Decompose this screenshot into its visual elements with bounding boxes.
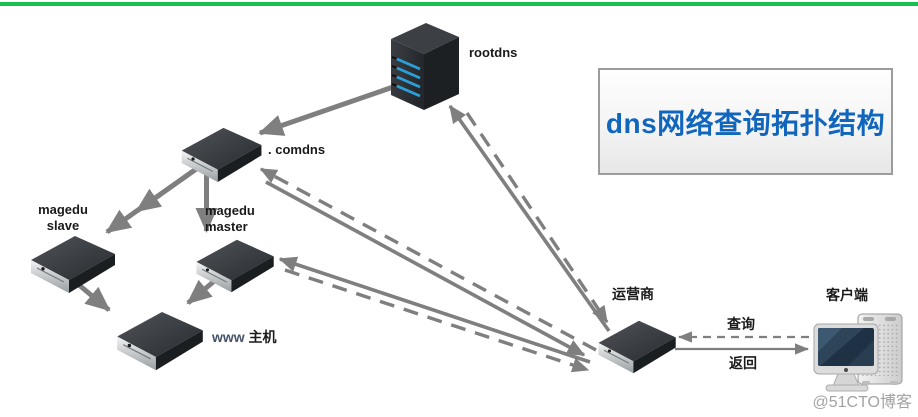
magedu-slave-label: magedu slave <box>38 202 88 233</box>
arrow-comdns-to-slave <box>105 164 201 235</box>
www-host-label: www 主机 <box>212 329 277 345</box>
arrow-rootdns-to-comdns <box>258 83 397 136</box>
arrow-master-to-isp-dashed <box>284 268 590 373</box>
diagram-title: dns网络查询拓扑结构 <box>605 107 886 139</box>
watermark: @51CTO博客 <box>812 394 912 411</box>
isp-label: 运营商 <box>612 286 654 302</box>
arrow-slave-to-www <box>77 283 111 312</box>
arrow-isp-to-master <box>278 256 591 364</box>
comdns-label: . comdns <box>268 142 326 157</box>
arrow-rootdns-to-isp-dashed <box>465 112 609 324</box>
rootdns-label: rootdns <box>469 45 518 60</box>
apple-logo <box>844 368 848 372</box>
magedu-master-label: magedu master <box>205 203 255 234</box>
rootdns-server-icon <box>391 23 459 110</box>
query-edge-label: 查询 <box>727 316 755 332</box>
client-label: 客户端 <box>826 287 868 303</box>
top-accent-bar <box>0 2 918 6</box>
return-edge-label: 返回 <box>729 355 757 371</box>
title-box: dns网络查询拓扑结构 <box>598 68 893 175</box>
www-host-server-icon <box>116 311 204 371</box>
magedu-slave-server-icon <box>30 235 116 294</box>
client-computer-icon <box>813 313 903 392</box>
arrow-isp-to-comdns-dashed <box>259 167 597 352</box>
arrow-comdns-to-isp <box>265 180 586 357</box>
arrow-isp-to-rootdns <box>448 104 611 333</box>
isp-server-icon <box>597 320 677 374</box>
